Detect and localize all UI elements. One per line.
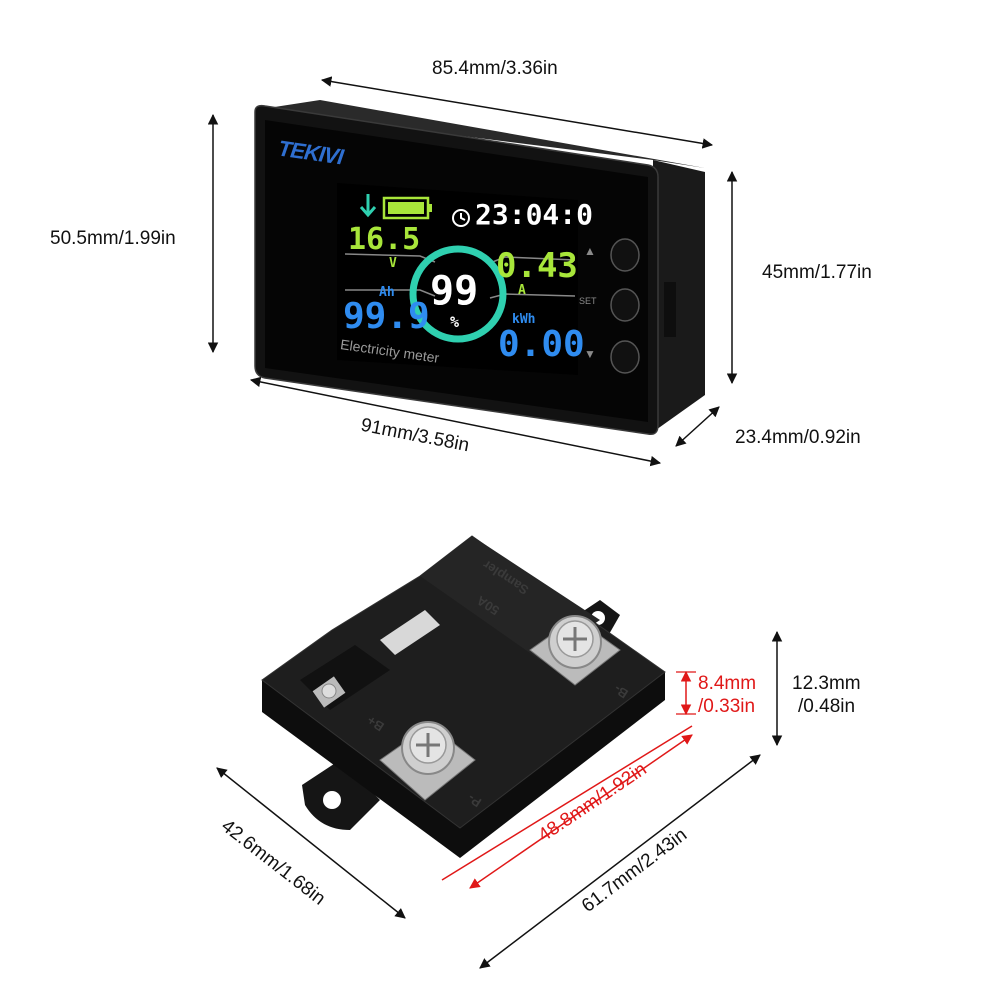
voltage-unit: V [389, 256, 397, 271]
total-height-in-label: /0.48in [798, 696, 856, 717]
height-left-label: 50.5mm/1.99in [50, 228, 176, 249]
width-top-arrow [320, 76, 714, 149]
down-arrow-icon: ▼ [584, 347, 596, 361]
width-arrow [216, 767, 406, 919]
meter-buttons [610, 238, 640, 374]
time-readout: 23:04:0 [475, 198, 594, 231]
percent-readout: 99 [430, 268, 479, 314]
depth-label: 23.4mm/0.92in [735, 427, 861, 448]
current-unit: A [518, 283, 526, 298]
terminal-p-minus [379, 721, 476, 801]
lcd-screen [337, 183, 578, 375]
terminal-b-plus [312, 676, 346, 708]
down-button[interactable] [610, 340, 640, 374]
set-label: SET [579, 296, 597, 306]
total-height-label: 12.3mm [792, 673, 861, 694]
terminal-height-in-label: /0.33in [698, 696, 756, 717]
width-top-label: 85.4mm/3.36in [432, 58, 558, 79]
current-readout: 0.43 [496, 246, 578, 286]
capacity-unit: Ah [379, 285, 395, 300]
up-arrow-icon: ▲ [584, 244, 596, 258]
terminal-height-label: 8.4mm [698, 673, 757, 694]
capacity-readout: 99.9 [343, 296, 430, 337]
set-button[interactable] [610, 288, 640, 322]
voltage-readout: 16.5 [348, 222, 421, 257]
height-right-label: 45mm/1.77in [762, 262, 872, 283]
percent-unit: % [450, 313, 460, 331]
up-button[interactable] [610, 238, 640, 272]
energy-readout: 0.00 [498, 324, 585, 365]
width-bottom-arrow [249, 376, 662, 467]
energy-unit: kWh [512, 312, 536, 327]
depth-arrow [675, 406, 720, 447]
terminal-b-minus [529, 615, 621, 686]
